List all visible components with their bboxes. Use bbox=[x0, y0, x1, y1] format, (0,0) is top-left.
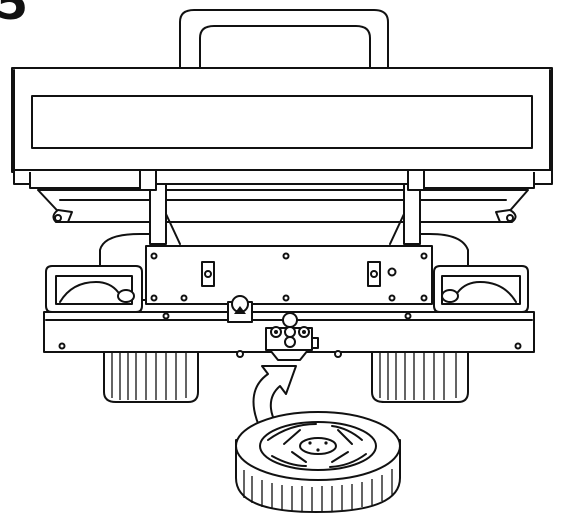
rear-wheel-right bbox=[371, 339, 469, 403]
rear-crossmember bbox=[145, 245, 433, 305]
tray-body bbox=[11, 67, 553, 191]
step-number: 5 bbox=[0, 0, 29, 30]
tow-socket-icon bbox=[265, 312, 319, 361]
tail-lamp-right bbox=[433, 265, 529, 313]
spare-wheel-icon bbox=[235, 411, 401, 513]
tail-lamp-left bbox=[45, 265, 143, 313]
cab-rear bbox=[179, 9, 389, 73]
winch-mechanism-icon bbox=[227, 295, 253, 323]
tray-underside bbox=[37, 177, 529, 245]
rear-wheel-left bbox=[103, 339, 199, 403]
